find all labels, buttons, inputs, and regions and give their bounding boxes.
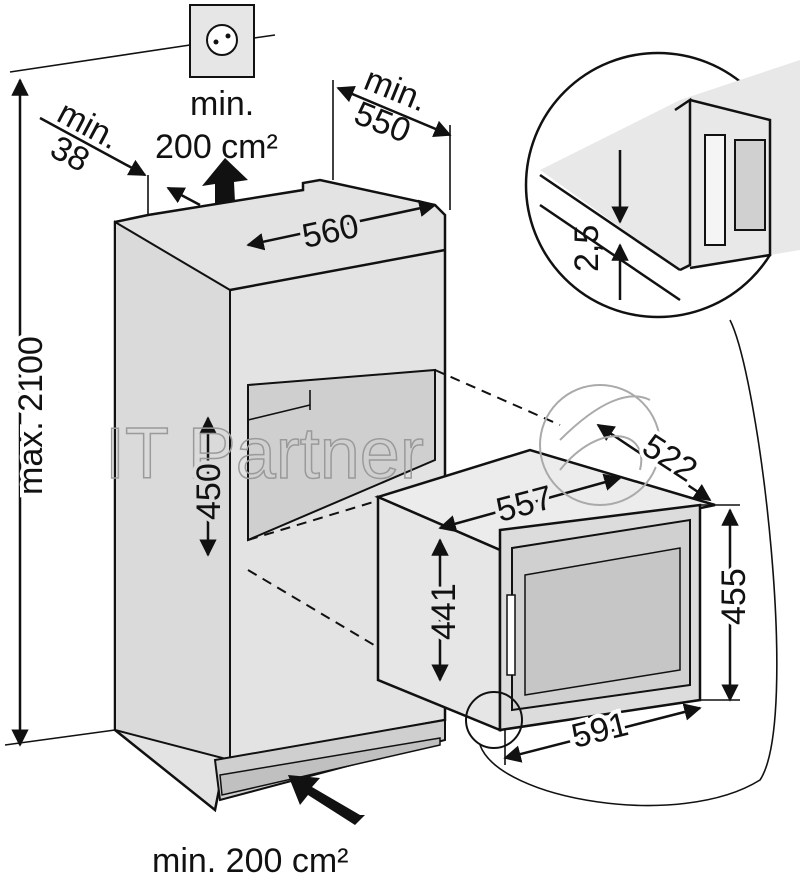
power-socket-icon xyxy=(189,4,255,78)
dim-line-appliance-width xyxy=(438,473,622,533)
airflow-in-arrow-icon xyxy=(288,775,365,825)
gap-detail-label: 2,5 xyxy=(568,225,606,272)
top-vent-label-1: min. xyxy=(190,85,254,123)
gap-detail-magnifier xyxy=(465,51,800,807)
wall-line xyxy=(9,44,191,73)
watermark: IT Partner xyxy=(105,414,424,494)
top-vent-label-2: 200 cm² xyxy=(155,128,278,166)
projection-line xyxy=(434,369,561,426)
bottom-vent-label: min. 200 cm² xyxy=(152,842,349,880)
dim-line-gap xyxy=(39,116,147,177)
watermark-logo-icon xyxy=(539,384,661,506)
dim-line-gap xyxy=(166,186,201,207)
dim-line-depth xyxy=(336,86,452,137)
cabinet xyxy=(113,178,447,813)
extension-line xyxy=(4,729,116,746)
appliance-depth-label: 522 xyxy=(636,427,704,490)
dim-line-front-width xyxy=(503,703,702,763)
niche-height-label: 450 xyxy=(190,463,228,520)
dim-line-appliance-depth xyxy=(596,423,712,502)
appliance-height-label: 441 xyxy=(425,583,463,640)
dim-line-niche-width xyxy=(246,199,437,251)
front-height-label: 455 xyxy=(715,568,753,625)
airflow-up-arrow-icon xyxy=(202,158,248,205)
wall-line xyxy=(253,34,276,39)
projection-line xyxy=(247,499,381,541)
max-height-label: max. 2100 xyxy=(12,336,50,495)
